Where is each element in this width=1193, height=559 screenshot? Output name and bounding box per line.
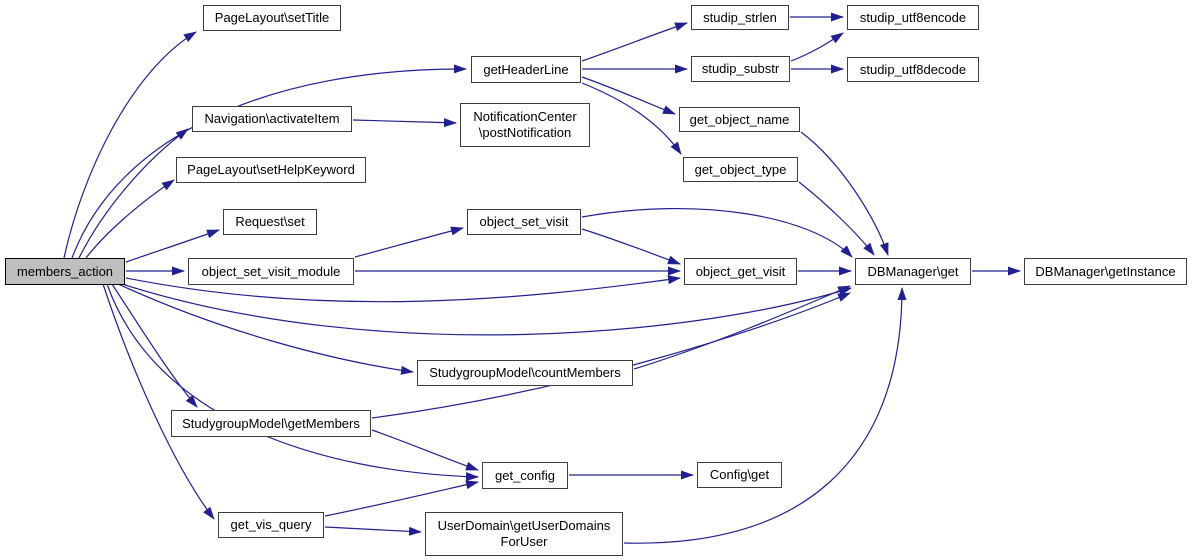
node-label: StudygroupModel\countMembers	[429, 365, 621, 381]
node-studygroup-count-members[interactable]: StudygroupModel\countMembers	[417, 360, 633, 386]
edge-get_header_line-get_object_name	[581, 76, 676, 115]
node-get-object-type[interactable]: get_object_type	[683, 157, 798, 182]
node-label: get_vis_query	[230, 517, 312, 533]
edge-get_header_line-get_object_type	[581, 82, 682, 155]
edge-members_action-dbmanager_get	[121, 283, 852, 336]
node-label: PageLayout\setTitle	[214, 10, 330, 26]
node-studip-substr[interactable]: studip_substr	[691, 56, 790, 82]
node-object-get-visit[interactable]: object_get_visit	[684, 258, 797, 285]
node-config-get[interactable]: Config\get	[697, 462, 782, 488]
node-label: object_set_visit_module	[201, 263, 341, 279]
edge-object_set_visit_module-object_set_visit	[354, 226, 464, 258]
node-label: Request\set	[235, 214, 305, 230]
edge-members_action-get_vis_query	[102, 283, 215, 520]
node-object-set-visit-module[interactable]: object_set_visit_module	[188, 258, 354, 285]
node-request-set[interactable]: Request\set	[223, 209, 317, 235]
edge-navigation_activate_item-notification_center_post_notification	[352, 118, 457, 128]
edge-members_action-object_get_visit	[125, 275, 681, 303]
edge-get_vis_query-get_config	[324, 480, 479, 517]
node-label: Navigation\activateItem	[204, 111, 340, 127]
node-label: getHeaderLine	[483, 61, 569, 77]
node-get-object-name[interactable]: get_object_name	[679, 107, 800, 132]
node-navigation-activate-item[interactable]: Navigation\activateItem	[192, 106, 352, 132]
node-label: get_object_name	[689, 111, 790, 127]
node-label: get_object_type	[694, 161, 787, 177]
node-members-action[interactable]: members_action	[5, 258, 125, 285]
node-label-line2: \postNotification	[478, 125, 572, 140]
node-get-config[interactable]: get_config	[482, 462, 568, 489]
node-label: StudygroupModel\getMembers	[182, 415, 360, 431]
edge-members_action-studygroup_count_members	[117, 283, 414, 375]
node-label: object_get_visit	[695, 263, 786, 279]
node-get-header-line[interactable]: getHeaderLine	[471, 56, 581, 83]
edge-studygroup_get_members-dbmanager_get	[371, 292, 851, 419]
edge-members_action-studygroup_get_members	[111, 283, 198, 408]
node-studip-utf8decode[interactable]: studip_utf8decode	[847, 57, 979, 82]
node-label: studip_utf8encode	[859, 9, 967, 25]
node-label: studip_strlen	[703, 9, 777, 25]
node-studip-utf8encode[interactable]: studip_utf8encode	[847, 5, 979, 30]
node-userdomain-get-user-domains-for-user[interactable]: UserDomain\getUserDomains ForUser	[425, 512, 623, 556]
node-label-line1: UserDomain\getUserDomains	[437, 518, 611, 534]
edge-studygroup_count_members-dbmanager_get	[633, 285, 851, 370]
node-label-line1: NotificationCenter	[473, 109, 577, 125]
node-label: get_config	[495, 467, 555, 483]
node-studygroup-get-members[interactable]: StudygroupModel\getMembers	[171, 410, 371, 437]
node-label: Config\get	[709, 467, 770, 483]
node-notification-center-post-notification[interactable]: NotificationCenter \postNotification	[460, 103, 590, 147]
node-label: object_set_visit	[479, 214, 569, 230]
edge-members_action-page_layout_set_help_keyword	[85, 179, 175, 259]
node-dbmanager-get[interactable]: DBManager\get	[855, 258, 971, 285]
node-label: DBManager\get	[867, 263, 959, 279]
node-label: studip_substr	[701, 61, 780, 77]
node-studip-strlen[interactable]: studip_strlen	[691, 5, 789, 30]
edge-userdomain_get_user_domains_for_user-dbmanager_get	[623, 287, 907, 544]
node-label: studip_utf8decode	[859, 61, 967, 77]
edge-members_action-page_layout_set_title	[63, 31, 197, 259]
node-label: members_action	[16, 263, 114, 279]
node-page-layout-set-title[interactable]: PageLayout\setTitle	[203, 5, 341, 31]
node-object-set-visit[interactable]: object_set_visit	[467, 209, 581, 235]
edge-get_header_line-studip_strlen	[581, 22, 688, 62]
node-label-line2: ForUser	[500, 534, 548, 549]
edge-members_action-request_set	[125, 229, 220, 263]
edge-object_set_visit-dbmanager_get	[581, 207, 853, 258]
edge-studip_substr-studip_utf8encode	[790, 32, 844, 62]
edge-get_object_type-dbmanager_get	[798, 181, 875, 256]
node-label: DBManager\getInstance	[1035, 263, 1176, 279]
edge-members_action-navigation_activate_item	[78, 128, 189, 259]
node-page-layout-set-help-keyword[interactable]: PageLayout\setHelpKeyword	[176, 157, 366, 183]
edge-get_vis_query-userdomain_get_user_domains_for_user	[324, 526, 422, 536]
edge-studygroup_get_members-get_config	[371, 429, 479, 471]
node-label: PageLayout\setHelpKeyword	[187, 162, 355, 178]
node-dbmanager-get-instance[interactable]: DBManager\getInstance	[1024, 258, 1187, 285]
edge-get_object_name-dbmanager_get	[800, 131, 889, 256]
edge-object_set_visit-object_get_visit	[581, 228, 681, 265]
node-get-vis-query[interactable]: get_vis_query	[218, 512, 324, 538]
